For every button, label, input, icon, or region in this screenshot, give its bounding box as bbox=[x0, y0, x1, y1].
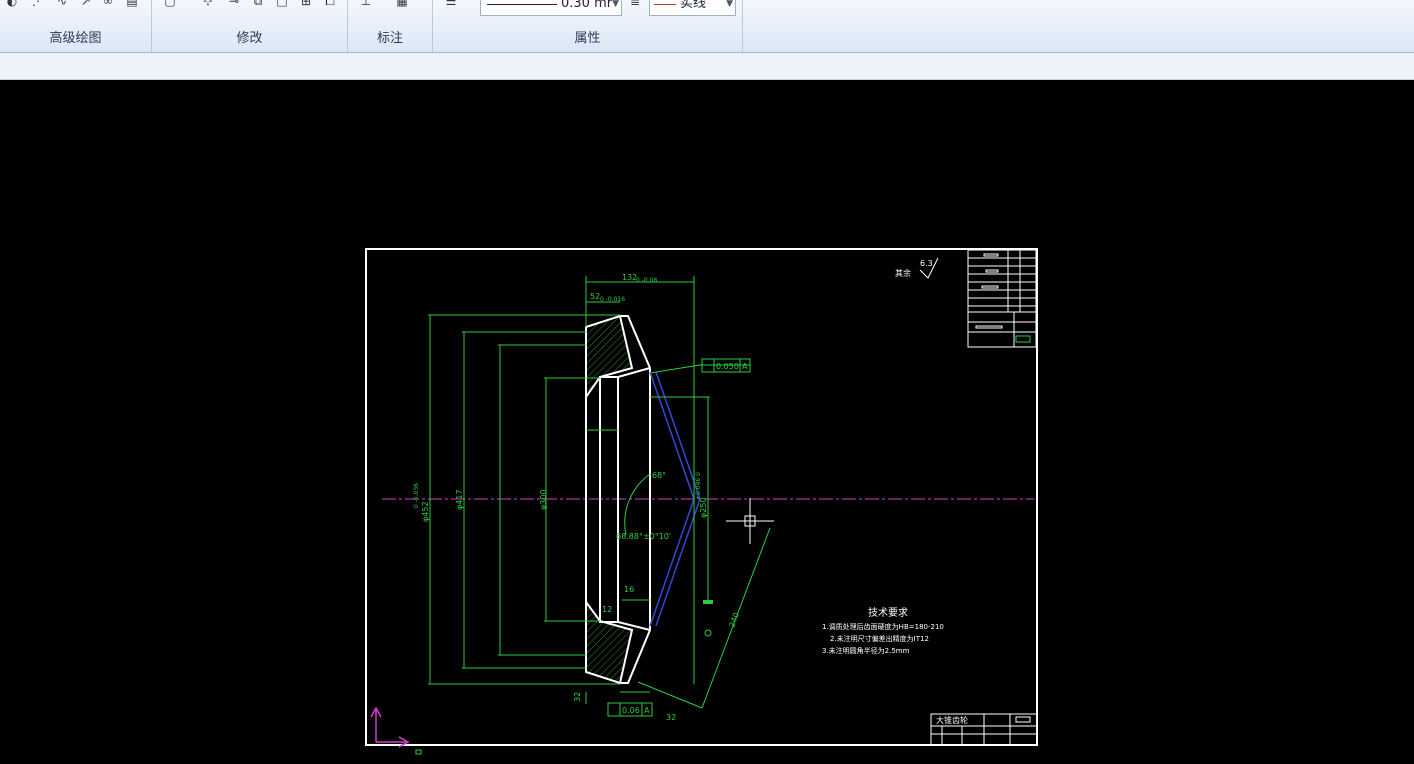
command-bar bbox=[0, 53, 1414, 80]
title-block-name: 大锥齿轮 bbox=[936, 715, 968, 725]
lineweight-value: 0.30 mr bbox=[561, 0, 613, 11]
dim-top-length: 132 bbox=[622, 273, 637, 282]
copy-icon[interactable]: ⧠ bbox=[325, 0, 335, 8]
datum-marker bbox=[704, 629, 712, 637]
dimension-icon[interactable]: ⊥ bbox=[360, 0, 372, 8]
array-icon[interactable]: ⊞ bbox=[300, 0, 312, 8]
ribbon-group-advanced-draw: ◐ ⋰ ∿ ↗ ∞ ▤ 高级绘图 bbox=[0, 0, 152, 52]
group-label-modify: 修改 bbox=[236, 31, 263, 46]
sheet-border bbox=[365, 248, 1038, 746]
dim-52-tol: 0 -0.016 bbox=[600, 296, 625, 303]
tooth-flank-lines bbox=[649, 371, 701, 627]
rectangle-icon[interactable]: ▢ bbox=[164, 0, 176, 8]
spline-icon[interactable]: ∿ bbox=[56, 0, 68, 8]
dim-top-tol: 0 -0.08 bbox=[636, 277, 657, 284]
tech-note-3: 3.未注明圆角半径为2.5mm bbox=[822, 646, 910, 655]
line-weight-icon[interactable]: ☰ bbox=[445, 0, 457, 8]
arc-icon[interactable]: ↗ bbox=[80, 0, 92, 8]
surface-finish-icon bbox=[919, 257, 939, 279]
lineweight-select[interactable]: 0.30 mr ▼ bbox=[480, 0, 622, 16]
annotation-icon[interactable]: ▦ bbox=[396, 0, 408, 8]
dim-angle-1: 68° bbox=[652, 471, 666, 480]
linetype-value: 实线 bbox=[680, 0, 707, 11]
circles-icon[interactable]: ∞ bbox=[103, 0, 113, 8]
linetype-select[interactable]: 实线 ▼ bbox=[649, 0, 736, 16]
dim-diameter-452-tol: 0 -0.036 bbox=[413, 483, 420, 508]
dim-32-bottom: 32 bbox=[666, 713, 676, 722]
datum-triangle bbox=[703, 600, 713, 604]
ribbon-group-properties: ☰ 0.30 mr ▼ ≣ 实线 ▼ 属性 bbox=[433, 0, 743, 52]
linetype-sample bbox=[654, 4, 676, 5]
revision-table bbox=[967, 249, 1037, 348]
gear-section-upper bbox=[585, 314, 634, 401]
table-icon[interactable]: ▤ bbox=[126, 0, 138, 8]
extend-icon[interactable]: ⊸ bbox=[228, 0, 240, 8]
dimension-lines bbox=[428, 276, 771, 709]
gear-section-lower bbox=[585, 598, 634, 685]
linetype-icon[interactable]: ≣ bbox=[629, 0, 641, 8]
dim-16: 16 bbox=[624, 585, 634, 594]
dim-angle-2: 68.88°±0°10' bbox=[616, 532, 671, 541]
box-icon[interactable]: □ bbox=[276, 0, 288, 8]
chevron-down-icon: ▼ bbox=[726, 0, 733, 9]
tech-requirements-title: 技术要求 bbox=[868, 606, 908, 619]
runout-frame-bottom: 0.06 A bbox=[607, 702, 653, 717]
snap-marker bbox=[415, 749, 422, 755]
chevron-down-icon: ▼ bbox=[612, 0, 619, 9]
runout-value-top: 0.050 bbox=[716, 362, 739, 371]
tech-note-2: 2.未注明尺寸偏差出精度为IT12 bbox=[830, 634, 929, 643]
group-label-advanced-draw: 高级绘图 bbox=[49, 31, 102, 46]
dim-diameter-452: φ452 bbox=[421, 501, 430, 522]
dim-diameter-417: φ417 bbox=[455, 489, 464, 510]
ribbon-group-modify: ▢ ⊹ ⊸ ⧉ □ ⊞ ⧠ 修改 bbox=[152, 0, 348, 52]
surface-finish-note: 其余 bbox=[895, 268, 911, 278]
line-sample bbox=[487, 4, 557, 5]
dim-240: 240 bbox=[727, 611, 741, 628]
trim-icon[interactable]: ⊹ bbox=[202, 0, 214, 8]
point-icon[interactable]: ⋰ bbox=[32, 0, 44, 8]
runout-value-bottom: 0.06 bbox=[622, 706, 640, 715]
scale-icon[interactable]: ⧉ bbox=[253, 0, 263, 8]
runout-frame-top: 0.050 A bbox=[701, 358, 751, 373]
dim-32-left: 32 bbox=[573, 692, 582, 702]
dim-bore-tol: +0.046 0 bbox=[695, 472, 702, 500]
group-label-properties: 属性 bbox=[574, 31, 601, 46]
surface-finish-value: 6.3 bbox=[920, 259, 933, 268]
ucs-icon bbox=[370, 706, 410, 748]
dim-12: 12 bbox=[602, 605, 612, 614]
title-block bbox=[930, 713, 1038, 746]
ribbon: ◐ ⋰ ∿ ↗ ∞ ▤ 高级绘图 ▢ ⊹ ⊸ ⧉ □ ⊞ ⧠ 修改 ⊥ ▦ 标注… bbox=[0, 0, 1414, 53]
dim-bore: φ250 bbox=[699, 497, 708, 518]
cursor-crosshair bbox=[726, 498, 774, 544]
drawing-canvas[interactable]: 其余 6.3 bbox=[0, 80, 1414, 764]
ribbon-group-dimension: ⊥ ▦ 标注 bbox=[348, 0, 433, 52]
region-icon[interactable]: ◐ bbox=[6, 0, 18, 8]
tech-note-1: 1.调质处理后齿面硬度为HB=180-210 bbox=[822, 622, 944, 631]
datum-label-bottom: A bbox=[644, 706, 650, 715]
gear-body bbox=[585, 315, 651, 684]
group-label-dimension: 标注 bbox=[376, 31, 403, 46]
dim-52: 52 bbox=[590, 292, 600, 301]
dim-diameter-300: φ300 bbox=[539, 489, 548, 510]
datum-label-top: A bbox=[742, 362, 748, 371]
